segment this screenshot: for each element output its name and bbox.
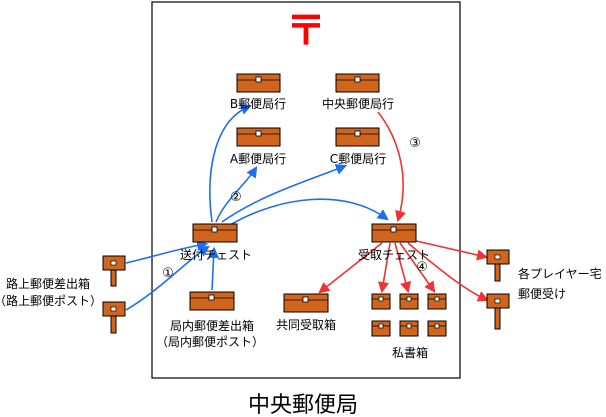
player-mailbox-lower	[486, 293, 510, 330]
street-post-upper	[102, 255, 126, 287]
arrow-receive-to-private-3	[399, 242, 436, 293]
label-receive-chest: 受取チェスト	[358, 248, 430, 262]
label-shared-box: 共同受取箱	[276, 317, 336, 332]
blue-arrows	[125, 104, 389, 311]
arrow-receive-to-private-2	[394, 242, 412, 294]
arrow-send-to-a	[215, 166, 258, 223]
chest-b	[236, 73, 281, 93]
arrow-inner-to-send	[207, 246, 220, 291]
chest-shared	[283, 293, 329, 313]
private-boxes	[371, 293, 447, 337]
private-box	[427, 293, 447, 310]
private-box	[399, 293, 419, 310]
step-1-marker: ①	[162, 266, 174, 281]
label-b-office: B郵便局行	[230, 97, 286, 111]
label-street-post-line1: 路上郵便差出箱	[6, 276, 90, 291]
label-street-post-line2: （路上郵便ポスト）	[0, 293, 102, 308]
label-c-office: C郵便局行	[330, 152, 386, 166]
arrow-street-lower-to-send	[125, 245, 210, 311]
private-box	[427, 320, 447, 337]
private-box	[371, 293, 391, 310]
street-post-lower	[102, 301, 126, 334]
arrow-send-to-c	[221, 164, 348, 223]
arrow-send-to-receive	[229, 198, 389, 226]
label-send-chest: 送付チェスト	[180, 247, 252, 262]
chest-a	[236, 127, 281, 147]
chest-receive	[371, 223, 417, 243]
label-player-mailbox-line2: 郵便受け	[518, 287, 566, 301]
step-2-marker: ②	[230, 190, 242, 205]
post-office-frame	[151, 1, 461, 379]
chest-c	[335, 127, 380, 147]
label-central-office: 中央郵便局行	[322, 96, 394, 111]
diagram-title: 中央郵便局	[248, 393, 358, 417]
post-mark-icon: 〒	[286, 8, 326, 54]
player-mailbox-upper	[486, 249, 510, 282]
arrow-receive-to-private-1	[377, 242, 391, 294]
label-player-mailbox-line1: 各プレイヤー宅	[518, 266, 602, 281]
arrow-street-upper-to-send	[125, 239, 209, 264]
arrow-central-to-receive	[377, 111, 406, 223]
chest-central	[335, 73, 380, 93]
chest-inner-post	[189, 291, 235, 311]
step-3-marker: ③	[409, 136, 421, 151]
label-a-office: A郵便局行	[230, 152, 286, 166]
label-inner-post-line1: 局内郵便差出箱	[170, 318, 254, 333]
arrow-receive-to-shared	[318, 242, 383, 294]
arrow-send-to-b	[209, 104, 253, 223]
red-arrows	[318, 111, 490, 302]
private-box	[371, 320, 391, 337]
label-private-boxes: 私書箱	[392, 345, 428, 360]
label-inner-post-line2: （局内郵便ポスト）	[156, 335, 264, 349]
chest-send	[192, 223, 238, 243]
arrow-receive-to-mailbox-lower	[407, 242, 490, 302]
private-box	[399, 320, 419, 337]
step-4-marker: ④	[416, 260, 428, 275]
arrow-receive-to-mailbox-upper	[411, 239, 489, 261]
